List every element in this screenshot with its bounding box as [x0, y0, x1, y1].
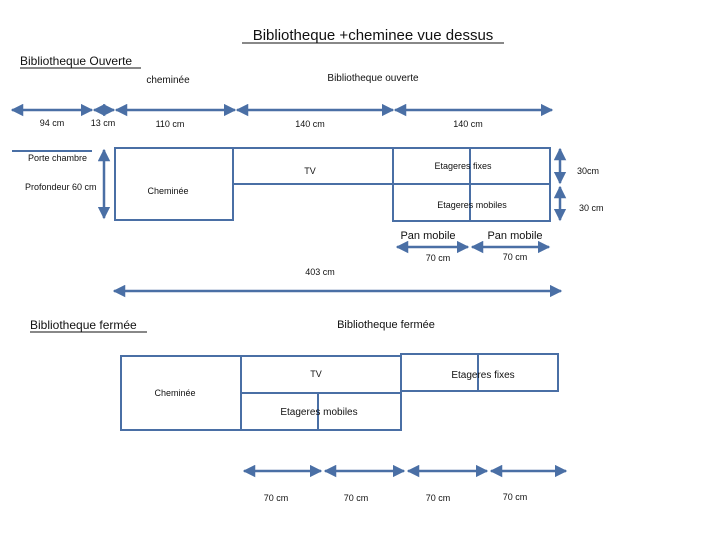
closed-dim-label-4: 70 cm — [503, 492, 528, 502]
closed-tv-text: TV — [310, 369, 322, 379]
closed-label-bibliotheque: Bibliotheque fermée — [337, 319, 435, 331]
pan-dim-label-2: 70 cm — [503, 252, 528, 262]
closed-mobiles-text: Etageres mobiles — [280, 407, 357, 418]
dim-label-140b: 140 cm — [453, 119, 483, 129]
open-fixes-text: Etageres fixes — [434, 161, 492, 171]
open-heading: Bibliotheque Ouverte — [20, 54, 132, 68]
closed-cheminee-text: Cheminée — [154, 388, 195, 398]
porte-label: Porte chambre — [28, 153, 87, 163]
closed-fixes-text: Etageres fixes — [451, 370, 514, 381]
closed-mobiles-box — [240, 392, 402, 431]
closed-heading: Bibliotheque fermée — [30, 318, 137, 332]
diagram-title: Bibliotheque +cheminee vue dessus — [253, 27, 494, 44]
closed-dim-label-3: 70 cm — [426, 493, 451, 503]
open-cheminee-text: Cheminée — [147, 186, 188, 196]
total-dim-label: 403 cm — [305, 267, 335, 277]
open-tv-text: TV — [304, 166, 316, 176]
open-mobiles-text: Etageres mobiles — [437, 200, 507, 210]
open-mobiles-box — [392, 183, 551, 222]
dim-label-94: 94 cm — [40, 118, 65, 128]
pan-dim-label-1: 70 cm — [426, 253, 451, 263]
closed-dim-label-1: 70 cm — [264, 493, 289, 503]
open-label-cheminee: cheminée — [146, 75, 190, 86]
dim-label-110: 110 cm — [156, 119, 185, 129]
dim-label-30b: 30 cm — [579, 203, 604, 213]
open-label-bibliotheque: Bibliotheque ouverte — [327, 73, 419, 84]
pan-mobile-label-1: Pan mobile — [400, 230, 455, 242]
pan-mobile-label-2: Pan mobile — [487, 230, 542, 242]
closed-fixes-box — [400, 353, 559, 392]
dim-label-13: 13 cm — [91, 118, 116, 128]
open-cheminee-box — [114, 147, 234, 221]
closed-dim-label-2: 70 cm — [344, 493, 369, 503]
dim-label-140a: 140 cm — [295, 119, 325, 129]
dim-label-30a: 30cm — [577, 166, 599, 176]
profondeur-label: Profondeur 60 cm — [25, 182, 97, 192]
